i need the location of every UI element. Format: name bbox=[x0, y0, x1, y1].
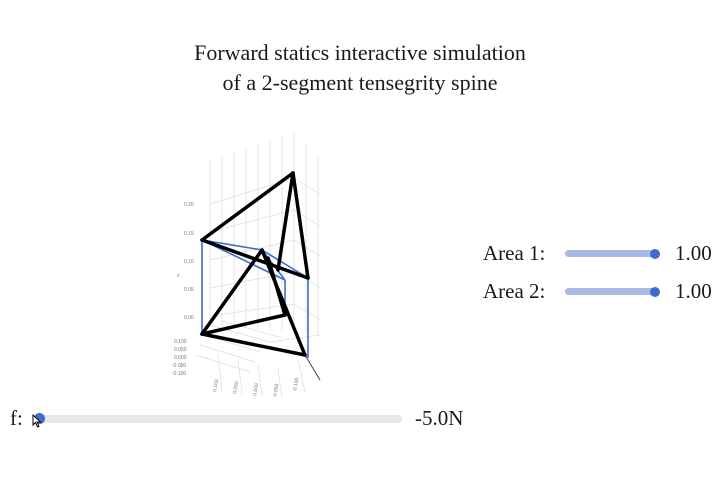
page-title: Forward statics interactive simulation o… bbox=[0, 38, 720, 98]
mouse-cursor-icon bbox=[32, 414, 42, 428]
x-tick: -0.100 bbox=[292, 377, 300, 392]
area1-value: 1.00 bbox=[675, 241, 712, 265]
force-slider[interactable] bbox=[34, 413, 402, 424]
area1-slider[interactable] bbox=[565, 248, 660, 259]
y-tick: 0.050 bbox=[174, 347, 187, 353]
z-tick: 0.15 bbox=[184, 231, 194, 237]
struts bbox=[200, 171, 310, 357]
z-tick: 0.00 bbox=[184, 315, 194, 321]
area2-slider-handle[interactable] bbox=[650, 286, 660, 297]
area2-control: Area 2: 1.00 bbox=[483, 279, 712, 304]
area1-slider-handle[interactable] bbox=[650, 248, 660, 259]
z-axis-label: z bbox=[177, 273, 180, 279]
force-value: -5.0N bbox=[415, 406, 464, 430]
z-tick: 0.10 bbox=[184, 259, 194, 265]
x-tick: 0.050 bbox=[232, 381, 240, 395]
force-label: f: bbox=[10, 406, 23, 430]
title-line-2: of a 2-segment tensegrity spine bbox=[222, 70, 498, 95]
area1-label: Area 1: bbox=[483, 241, 546, 265]
x-tick: 0.000 bbox=[252, 383, 260, 397]
force-slider-handle[interactable] bbox=[34, 413, 45, 424]
area2-slider[interactable] bbox=[565, 286, 660, 297]
x-tick: 0.100 bbox=[212, 379, 220, 393]
force-control: f: -5.0N bbox=[10, 406, 463, 431]
grid-lines bbox=[195, 132, 321, 399]
y-tick: 0.100 bbox=[174, 339, 187, 345]
title-line-1: Forward statics interactive simulation bbox=[194, 40, 526, 65]
x-tick: -0.050 bbox=[272, 383, 280, 398]
3d-plot[interactable]: 0.20 0.15 0.10 0.05 0.00 z 0.100 0.050 0… bbox=[160, 130, 350, 400]
z-tick: 0.05 bbox=[184, 287, 194, 293]
area2-label: Area 2: bbox=[483, 279, 546, 303]
z-tick: 0.20 bbox=[184, 202, 194, 208]
y-tick: 0.000 bbox=[174, 355, 187, 361]
area2-value: 1.00 bbox=[675, 279, 712, 303]
y-tick: -0.100 bbox=[172, 371, 186, 377]
area1-control: Area 1: 1.00 bbox=[483, 241, 712, 266]
y-tick: -0.050 bbox=[172, 363, 186, 369]
